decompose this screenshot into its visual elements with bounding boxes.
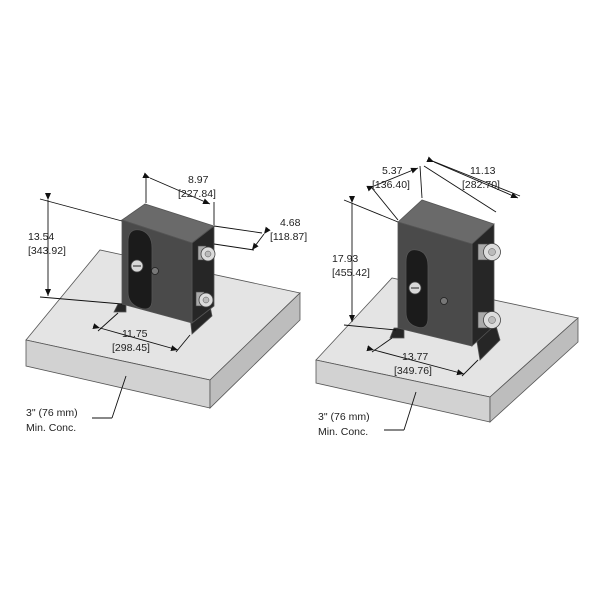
left-lower-fitting-icon [195, 291, 214, 308]
left-latch-icon [130, 259, 144, 273]
right-upper-fitting-icon [477, 243, 501, 261]
left-slab-material: Min. Conc. [26, 422, 76, 434]
right-spacing-metric: [349.76] [394, 365, 432, 377]
right-latch-icon [408, 281, 422, 295]
left-slab-thickness: 3" (76 mm) [26, 407, 78, 419]
left-depth-metric: [118.87] [270, 231, 307, 243]
right-slab-material: Min. Conc. [318, 426, 368, 438]
right-assembly: 17.93 [455.42] 5.37 [136.40] 11.13 [282.… [315, 156, 579, 438]
left-slab-note: 3" (76 mm) Min. Conc. [26, 375, 127, 434]
left-assembly: 13.54 [343.92] 8.97 [227.84] 4.68 [118.8… [25, 172, 307, 434]
left-width-imperial: 8.97 [188, 174, 209, 186]
right-spacing-imperial: 13.77 [402, 351, 428, 363]
left-enclosure-side [191, 225, 215, 324]
left-slab-side [209, 292, 301, 409]
right-bolt-icon [440, 297, 448, 305]
right-lower-fitting-icon [477, 311, 501, 329]
right-slab-note: 3" (76 mm) Min. Conc. [318, 391, 417, 438]
left-height-metric: [343.92] [28, 245, 66, 257]
left-width-metric: [227.84] [178, 188, 216, 200]
left-enclosure [113, 203, 216, 335]
right-height-dimension: 17.93 [455.42] [332, 196, 399, 331]
right-slab-thickness: 3" (76 mm) [318, 411, 370, 423]
left-height-imperial: 13.54 [28, 231, 54, 243]
left-depth-imperial: 4.68 [280, 217, 301, 229]
right-slab-side [489, 317, 579, 423]
left-spacing-imperial: 11.75 [122, 328, 148, 340]
right-enclosure [389, 199, 501, 361]
left-height-dimension: 13.54 [343.92] [28, 193, 123, 305]
left-spacing-metric: [298.45] [112, 342, 150, 354]
right-height-imperial: 17.93 [332, 253, 358, 265]
left-width-dimension: 8.97 [227.84] [142, 172, 216, 225]
right-width-imperial: 11.13 [470, 165, 496, 177]
left-depth-dimension: 4.68 [118.87] [213, 217, 307, 251]
right-depth-dimension: 5.37 [136.40] [366, 165, 423, 221]
right-width-metric: [282.70] [462, 179, 500, 191]
left-bolt-icon [151, 267, 159, 275]
left-upper-fitting-icon [197, 245, 216, 262]
right-depth-metric: [136.40] [372, 179, 410, 191]
right-width-dimension: 11.13 [282.70] [423, 156, 521, 213]
right-depth-imperial: 5.37 [382, 165, 403, 177]
left-mount-spacing-dimension: 11.75 [298.45] [92, 312, 191, 354]
right-mount-spacing-dimension: 13.77 [349.76] [366, 337, 479, 377]
right-height-metric: [455.42] [332, 267, 370, 279]
